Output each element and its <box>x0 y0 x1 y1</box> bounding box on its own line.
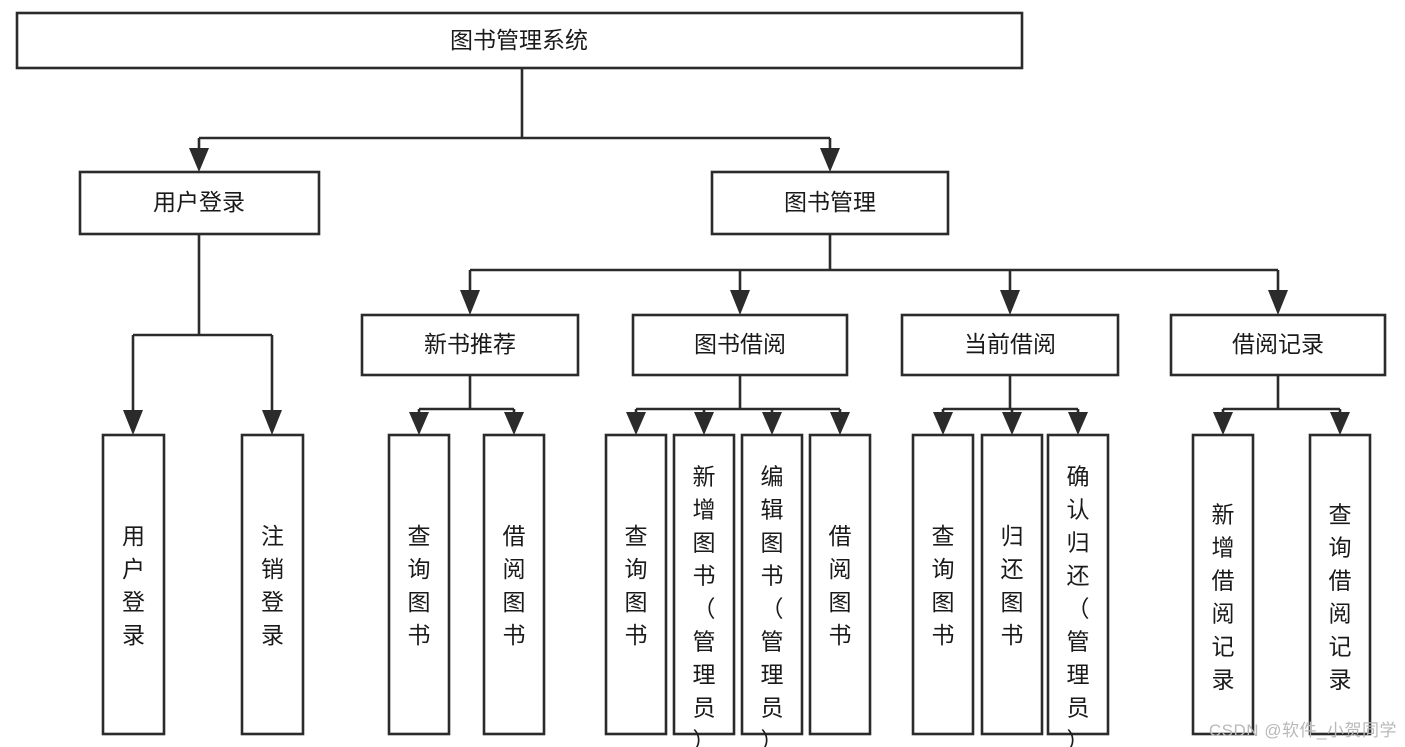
connector-group-current-borrow-to-leaves <box>933 375 1088 435</box>
connector-group-root-to-level2 <box>189 68 840 172</box>
node-current-borrow-label: 当前借阅 <box>964 331 1056 357</box>
arrow-head-leaf-edit-book <box>762 412 782 435</box>
arrow-head-leaf-query-borrow-record <box>1330 412 1350 435</box>
connector-group-borrow-records-to-leaves <box>1213 375 1350 435</box>
arrow-head-leaf-add-book <box>694 412 714 435</box>
node-user-login-label: 用户登录 <box>153 189 245 215</box>
node-leaf-logout-label: 注销登录 <box>261 523 284 648</box>
node-borrow-records-label: 借阅记录 <box>1232 331 1324 357</box>
node-leaf-confirm-return[interactable]: 确认归还（管理员） <box>1046 433 1110 747</box>
node-new-book-recommend-label: 新书推荐 <box>424 331 516 357</box>
node-new-book-recommend[interactable]: 新书推荐 <box>360 313 580 377</box>
node-leaf-user-login-label: 用户登录 <box>122 523 145 648</box>
node-leaf-logout[interactable]: 注销登录 <box>240 433 305 736</box>
node-leaf-add-book-label: 新增图书（管理员） <box>693 464 716 747</box>
node-leaf-query-book-borrow[interactable]: 查询图书 <box>604 433 668 736</box>
node-leaf-add-borrow-record-box[interactable] <box>1191 433 1255 736</box>
connector-group-new-book-recommend-to-leaves <box>409 375 524 435</box>
node-leaf-query-borrow-record[interactable]: 查询借阅记录 <box>1308 433 1372 736</box>
arrow-head-leaf-query-book-recommend <box>409 412 429 435</box>
node-leaf-edit-book[interactable]: 编辑图书（管理员） <box>740 433 804 747</box>
node-book-management-label: 图书管理 <box>784 189 876 215</box>
arrow-head-new-book-recommend <box>460 290 480 315</box>
arrow-head-leaf-logout <box>262 410 282 435</box>
node-leaf-borrow-book[interactable]: 借阅图书 <box>808 433 872 736</box>
arrow-head-user-login <box>189 148 209 172</box>
node-leaf-query-book-current-label: 查询图书 <box>932 523 955 648</box>
node-root[interactable]: 图书管理系统 <box>15 11 1024 70</box>
arrow-head-leaf-return-book <box>1002 412 1022 435</box>
node-book-management[interactable]: 图书管理 <box>710 170 950 236</box>
node-leaf-return-book-box[interactable] <box>980 433 1044 736</box>
node-leaf-query-borrow-record-label: 查询借阅记录 <box>1329 502 1352 693</box>
node-new-book-recommend-box[interactable] <box>360 313 580 377</box>
csdn-watermark: CSDN @软件_小贺同学 <box>1208 721 1397 740</box>
node-leaf-query-book-borrow-label: 查询图书 <box>625 523 648 648</box>
arrow-head-leaf-user-login <box>123 410 143 435</box>
node-leaf-logout-box[interactable] <box>240 433 305 736</box>
arrow-head-book-management <box>820 148 840 172</box>
node-leaf-borrow-book-recommend[interactable]: 借阅图书 <box>482 433 546 736</box>
node-leaf-query-borrow-record-box[interactable] <box>1308 433 1372 736</box>
connector-group-book-management-to-level3 <box>460 234 1288 315</box>
node-leaf-query-book-recommend-label: 查询图书 <box>408 523 431 648</box>
node-leaf-user-login[interactable]: 用户登录 <box>101 433 166 736</box>
node-leaf-borrow-book-recommend-label: 借阅图书 <box>503 523 526 648</box>
node-leaf-query-book-recommend-box[interactable] <box>387 433 451 736</box>
node-borrow-records[interactable]: 借阅记录 <box>1169 313 1387 377</box>
connector-group-book-borrow-to-leaves <box>626 375 850 435</box>
node-root-label: 图书管理系统 <box>450 27 588 53</box>
node-leaf-borrow-book-recommend-box[interactable] <box>482 433 546 736</box>
node-leaf-query-book-current-box[interactable] <box>911 433 975 736</box>
arrow-head-borrow-records <box>1268 290 1288 315</box>
node-leaf-user-login-box[interactable] <box>101 433 166 736</box>
node-leaf-borrow-book-label: 借阅图书 <box>829 523 852 648</box>
node-root-box[interactable] <box>15 11 1024 70</box>
node-current-borrow-box[interactable] <box>900 313 1120 377</box>
node-leaf-edit-book-box[interactable] <box>740 433 804 736</box>
node-leaf-borrow-book-box[interactable] <box>808 433 872 736</box>
node-book-borrow-label: 图书借阅 <box>694 331 786 357</box>
node-user-login-box[interactable] <box>78 170 321 236</box>
arrow-head-leaf-confirm-return <box>1068 412 1088 435</box>
node-book-borrow[interactable]: 图书借阅 <box>631 313 849 377</box>
node-book-borrow-box[interactable] <box>631 313 849 377</box>
node-current-borrow[interactable]: 当前借阅 <box>900 313 1120 377</box>
node-leaf-add-book-box[interactable] <box>672 433 736 736</box>
node-leaf-query-book-current[interactable]: 查询图书 <box>911 433 975 736</box>
node-leaf-add-borrow-record-label: 新增借阅记录 <box>1212 502 1235 693</box>
node-leaf-return-book[interactable]: 归还图书 <box>980 433 1044 736</box>
node-leaf-query-book-recommend[interactable]: 查询图书 <box>387 433 451 736</box>
node-borrow-records-box[interactable] <box>1169 313 1387 377</box>
arrow-head-leaf-borrow-book <box>830 412 850 435</box>
node-leaf-edit-book-label: 编辑图书（管理员） <box>761 464 784 747</box>
leaf-node-layer: 用户登录 注销登录 查询图书 借阅图书 查询图书 新增图书（管理员） 编辑图书（管理员） 借阅… <box>101 433 1372 747</box>
node-leaf-confirm-return-label: 确认归还（管理员） <box>1067 464 1090 747</box>
arrow-head-leaf-query-book-current <box>933 412 953 435</box>
node-leaf-add-book[interactable]: 新增图书（管理员） <box>672 433 736 747</box>
node-leaf-query-book-borrow-box[interactable] <box>604 433 668 736</box>
node-leaf-add-borrow-record[interactable]: 新增借阅记录 <box>1191 433 1255 736</box>
arrow-head-book-borrow <box>730 290 750 315</box>
node-user-login[interactable]: 用户登录 <box>78 170 321 236</box>
connector-group-user-login-to-leaves <box>123 234 282 435</box>
node-leaf-return-book-label: 归还图书 <box>1001 523 1024 648</box>
arrow-head-current-borrow <box>1000 290 1020 315</box>
node-leaf-confirm-return-box[interactable] <box>1046 433 1110 736</box>
arrow-head-leaf-query-book-borrow <box>626 412 646 435</box>
node-book-management-box[interactable] <box>710 170 950 236</box>
arrow-head-leaf-add-borrow-record <box>1213 412 1233 435</box>
arrow-head-leaf-borrow-book-recommend <box>504 412 524 435</box>
